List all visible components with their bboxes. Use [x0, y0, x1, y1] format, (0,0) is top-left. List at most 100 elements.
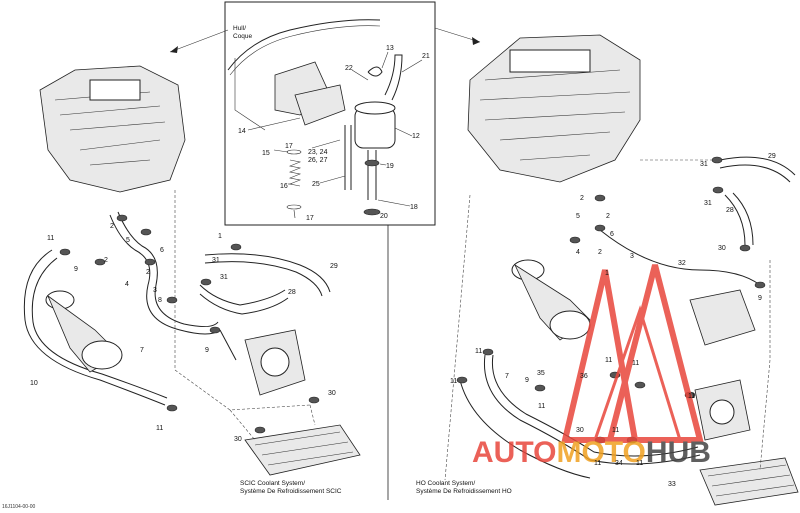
reference-code: 16J1104-00-00: [2, 504, 35, 510]
callout: 3: [153, 287, 157, 294]
reservoir-cap: [367, 66, 383, 77]
callout: 4: [576, 249, 580, 256]
hull-side: [234, 58, 266, 131]
ride-plate-ho: [699, 457, 799, 506]
callout: 28: [288, 289, 296, 296]
ho-callouts: 31 29 2 31 28 5 2 6 30 4 2 3 32 1 9 11 1…: [450, 153, 776, 488]
callout: 35: [537, 370, 545, 377]
callout: 2: [580, 195, 584, 202]
callout: 20: [380, 213, 388, 220]
scic-clamps: [59, 214, 320, 434]
ho-hose-long: [459, 379, 591, 479]
ho-caption-2: Système De Refroidissement HO: [416, 488, 512, 495]
scic-dash-1: [174, 190, 311, 411]
callout: 26, 27: [308, 157, 328, 164]
callout: 10: [30, 380, 38, 387]
callout: 9: [205, 347, 209, 354]
callout: 9: [74, 266, 78, 273]
callout: 33: [668, 481, 676, 488]
callout: 1: [218, 233, 222, 240]
scic-caption-1: SCIC Coolant System/: [240, 480, 305, 487]
exchanger-port: [260, 347, 290, 377]
callout: 12: [412, 133, 420, 140]
clip-bottom: [286, 204, 302, 210]
arrowhead-scic: [170, 46, 178, 53]
callout: 30: [234, 436, 242, 443]
callout: 2: [146, 269, 150, 276]
callout: 11: [632, 360, 639, 367]
callout: 31: [700, 161, 708, 168]
callout: 4: [125, 281, 129, 288]
ho-hose-28: [724, 194, 746, 246]
callout: 31: [220, 274, 228, 281]
callout: 30: [718, 245, 726, 252]
scic-dash-2: [229, 404, 316, 441]
hose-28: [199, 284, 286, 306]
callout: 2: [104, 257, 108, 264]
callout: 11: [475, 348, 482, 355]
vent-hose: [344, 125, 352, 190]
ho-hose-7: [483, 354, 701, 465]
callout: 1: [605, 270, 609, 277]
hull-edge-inner: [229, 25, 381, 76]
callout: 7: [505, 373, 509, 380]
callout: 11: [594, 460, 601, 467]
clamp-19: [364, 159, 380, 167]
wm-triangle-inner: [593, 305, 682, 441]
callout: 22: [345, 65, 353, 72]
callout: 17: [285, 143, 293, 150]
callout: 11: [688, 393, 695, 400]
callout: 2: [606, 213, 610, 220]
callout: 28: [726, 207, 734, 214]
scic-engine: [39, 65, 186, 193]
callout: 6: [610, 231, 614, 238]
ho-exchanger-port: [709, 399, 735, 425]
hose-29-inner: [204, 261, 323, 297]
arrow-to-scic: [169, 29, 229, 53]
arrowhead-ho: [472, 37, 480, 45]
callout: 15: [262, 150, 270, 157]
intercooler-cap: [81, 340, 123, 370]
callout: 29: [330, 263, 338, 270]
ho-hose-29: [719, 156, 796, 176]
ride-plate-grid: [254, 431, 354, 466]
scic-caption-2: Système De Refroidissement SCIC: [240, 488, 342, 495]
callout: 11: [450, 378, 457, 385]
callout: 13: [386, 45, 394, 52]
callout: 34: [615, 460, 623, 467]
callout: 3: [630, 253, 634, 260]
ho-hose-32: [599, 229, 761, 286]
callout: 5: [576, 213, 580, 220]
ho-caption-1: HO Coolant System/: [416, 480, 475, 487]
ho-intercooler-cap: [549, 310, 591, 340]
callout: 11: [636, 460, 643, 467]
ho-manifold: [509, 49, 591, 73]
callout: 9: [758, 295, 762, 302]
callout: 29: [768, 153, 776, 160]
callout: 31: [212, 257, 220, 264]
ho-exchanger-top: [689, 289, 756, 346]
scic-system: [23, 65, 361, 476]
hose-10-inner: [31, 257, 168, 399]
callout: 11: [605, 357, 612, 364]
clamp-20: [363, 208, 381, 216]
callout: 32: [678, 260, 686, 267]
callout: 19: [386, 163, 394, 170]
overflow-hose: [384, 54, 403, 101]
spring-clamp: [288, 159, 302, 187]
hose-29: [204, 253, 331, 293]
callout: 14: [238, 128, 246, 135]
hull-edge: [227, 19, 381, 71]
scic-callouts: 11 9 2 5 6 2 4 2 1 31 31 29 3 8 28 7 9 1…: [30, 223, 338, 443]
ho-hose-28-inner: [732, 192, 754, 246]
wm-hub: HUB: [646, 436, 711, 469]
wm-moto: MOTO: [556, 436, 645, 469]
callout: 23, 24: [308, 149, 328, 156]
callout: 8: [158, 297, 162, 304]
callout: 30: [328, 390, 336, 397]
hose-9: [219, 329, 237, 361]
callout: 17: [306, 215, 314, 222]
callout: 11: [156, 425, 163, 432]
callout: 25: [312, 181, 320, 188]
